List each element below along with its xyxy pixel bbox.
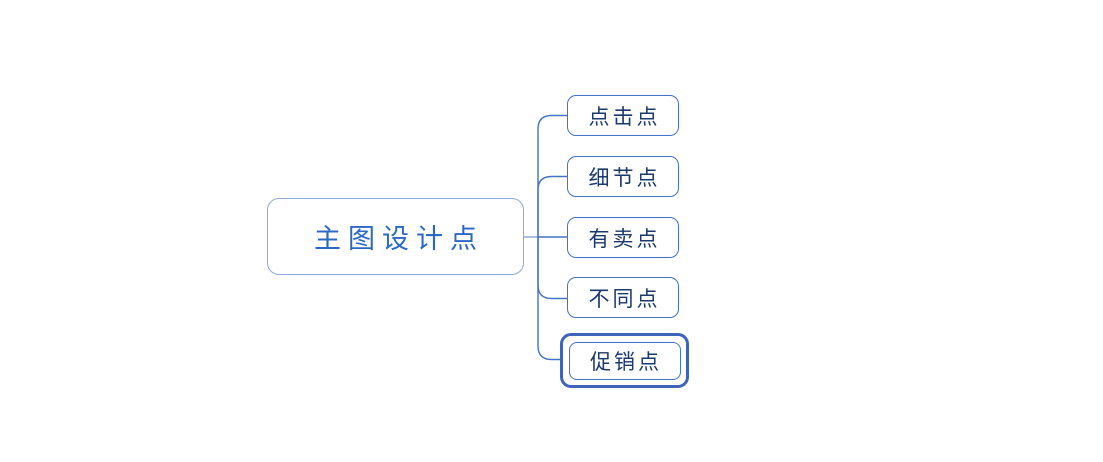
child-topic-node-1[interactable]: 点击点 <box>567 95 679 136</box>
child-topic-label: 有卖点 <box>588 226 661 251</box>
child-topic-label: 促销点 <box>590 349 662 374</box>
child-topic-node-4[interactable]: 不同点 <box>567 277 679 318</box>
connector-branch-5 <box>537 236 562 361</box>
child-topic-label: 点击点 <box>588 104 661 129</box>
child-topic-node-2[interactable]: 细节点 <box>567 156 679 197</box>
connector-branch-2 <box>537 175 568 238</box>
child-topic-node-3[interactable]: 有卖点 <box>567 217 679 258</box>
root-topic-node[interactable]: 主图设计点 <box>267 198 524 275</box>
child-topic-label: 不同点 <box>588 286 661 311</box>
connector-branch-4 <box>537 236 568 300</box>
child-topic-label: 细节点 <box>588 165 661 190</box>
connector-branch-1 <box>537 114 568 238</box>
root-topic-label: 主图设计点 <box>314 224 484 254</box>
child-topic-node-5-selected[interactable]: 促销点 <box>568 341 681 380</box>
selected-node-ring: 促销点 <box>560 333 689 388</box>
